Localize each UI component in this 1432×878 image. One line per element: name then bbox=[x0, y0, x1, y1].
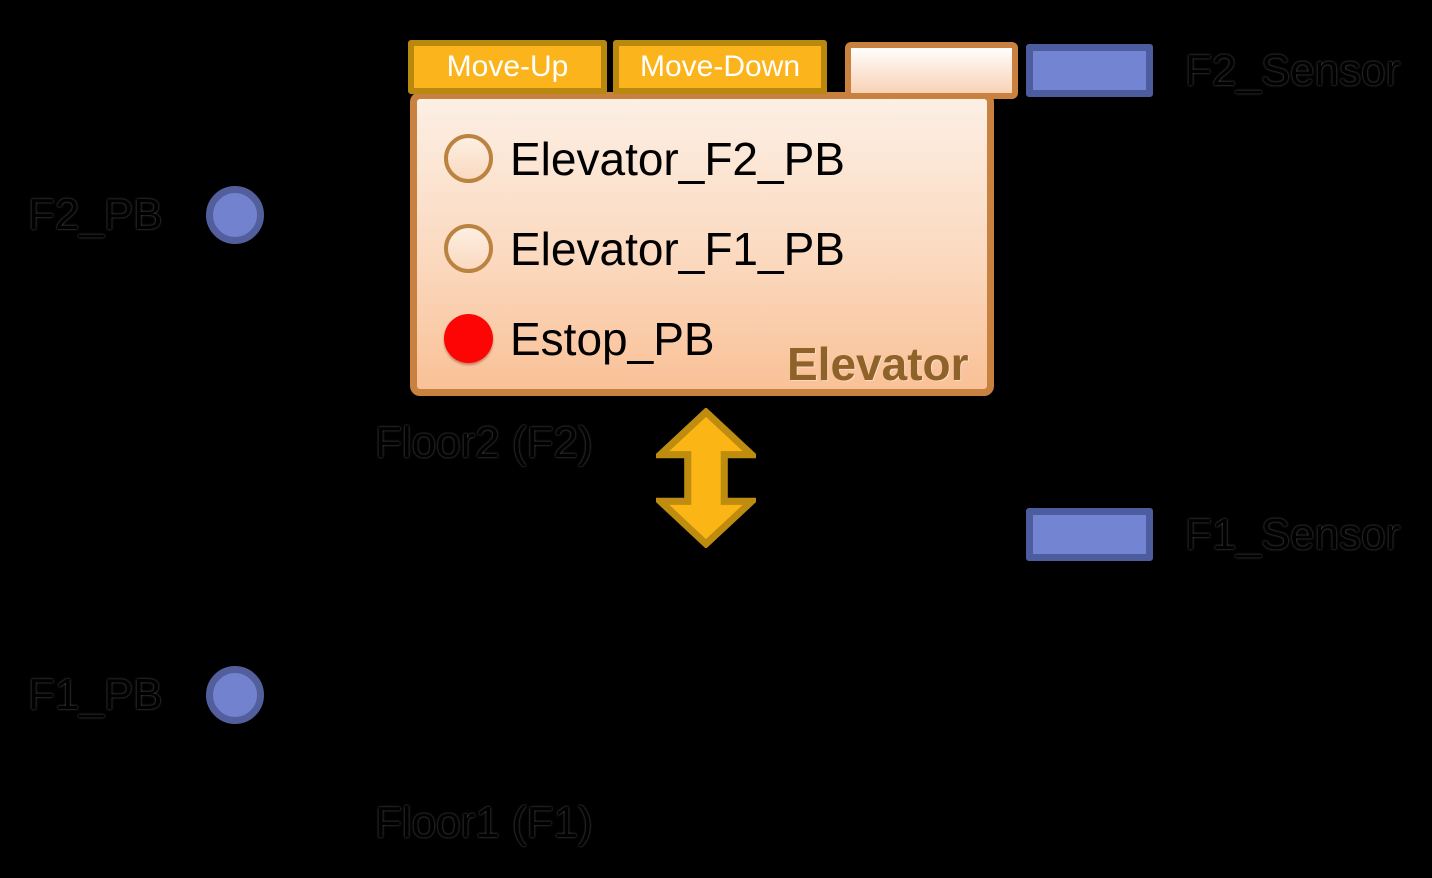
elevator-f1-pb-indicator[interactable] bbox=[444, 224, 493, 273]
elevator-panel: Elevator_F2_PB Elevator_F1_PB Estop_PB E… bbox=[410, 92, 994, 396]
f1-push-button[interactable] bbox=[206, 666, 264, 724]
estop-pb-indicator[interactable] bbox=[444, 314, 493, 363]
move-up-button[interactable]: Move-Up bbox=[408, 40, 607, 94]
f1-sensor-indicator[interactable] bbox=[1026, 508, 1153, 561]
elevator-f2-pb-indicator[interactable] bbox=[444, 134, 493, 183]
floor1-label: Floor1 (F1) bbox=[375, 798, 593, 847]
elevator-panel-title: Elevator bbox=[787, 338, 969, 390]
f1-pb-label: F1_PB bbox=[28, 670, 163, 719]
floor2-label: Floor2 (F2) bbox=[375, 418, 593, 467]
f2-push-button[interactable] bbox=[206, 186, 264, 244]
move-down-button[interactable]: Move-Down bbox=[613, 40, 827, 94]
elevator-f2-pb-label: Elevator_F2_PB bbox=[510, 132, 845, 185]
f1-sensor-label: F1_Sensor bbox=[1185, 509, 1401, 559]
elevator-status-box[interactable] bbox=[845, 42, 1018, 99]
f2-sensor-indicator[interactable] bbox=[1026, 44, 1153, 97]
f2-pb-label: F2_PB bbox=[28, 190, 163, 239]
f2-sensor-label: F2_Sensor bbox=[1185, 45, 1401, 95]
double-vertical-arrow-icon bbox=[656, 408, 756, 548]
elevator-f1-pb-label: Elevator_F1_PB bbox=[510, 222, 845, 275]
estop-pb-label: Estop_PB bbox=[510, 312, 715, 365]
